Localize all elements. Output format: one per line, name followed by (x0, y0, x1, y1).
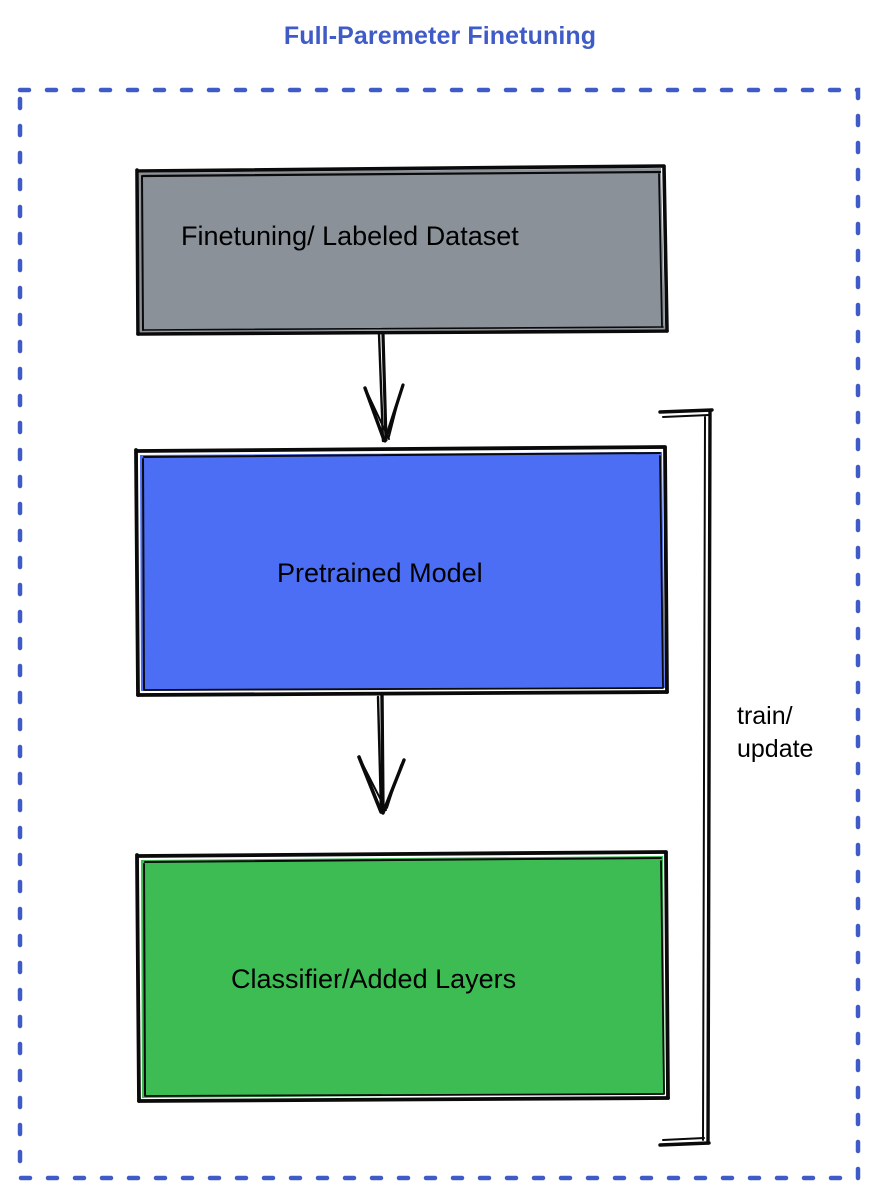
classifier-edge-left-a (135, 853, 141, 1103)
classifier-edge-right-b (660, 860, 665, 1094)
feedback-vertical-a (706, 409, 712, 1145)
pretrained-edge-bottom-b (143, 687, 664, 691)
arrow1-shaft-a (381, 332, 388, 442)
classifier-edge-bottom-b (144, 1093, 665, 1097)
arrow1-head-right-b (388, 389, 402, 438)
pretrained-edge-top-a (135, 445, 667, 453)
feedback-top-stub-a (658, 408, 714, 414)
classifier-edge-bottom-a (137, 1096, 670, 1103)
edge-dataset-to-model (363, 332, 405, 443)
pretrained-edge-left-a (134, 448, 140, 697)
dataset-edge-left-a (135, 168, 140, 336)
node-label-dataset: Finetuning/ Labeled Dataset (181, 221, 519, 251)
classifier-edge-top-a (136, 850, 668, 858)
arrow2-shaft-a (380, 693, 385, 814)
classifier-edge-left-b (143, 863, 146, 1096)
arrow2-shaft-b (376, 695, 383, 813)
pretrained-edge-top-b (143, 452, 661, 458)
dataset-edge-right-b (658, 173, 663, 328)
dataset-edge-right-a (662, 165, 669, 333)
classifier-edge-right-a (664, 851, 670, 1100)
dataset-edge-top-b (141, 170, 662, 178)
feedback-vertical-b (702, 416, 706, 1141)
node-classifier[interactable] (135, 850, 670, 1103)
node-label-classifier: Classifier/Added Layers (231, 964, 517, 994)
edge-model-to-classifier (357, 693, 406, 815)
edge-feedback-train-update (658, 408, 714, 1147)
arrow2-head-right-b (386, 764, 402, 809)
dataset-edge-left-b (141, 175, 144, 331)
pretrained-edge-bottom-a (136, 690, 669, 697)
arrow2-head-left-b (360, 760, 387, 811)
feedback-top-stub-b (662, 414, 710, 418)
node-label-pretrained-model: Pretrained Model (277, 558, 483, 588)
arrow1-head-left-b (365, 389, 390, 440)
node-pretrained-model[interactable] (134, 445, 669, 697)
finetuning-scope-boundary (17, 87, 861, 1181)
pretrained-edge-right-a (663, 446, 669, 694)
pretrained-edge-right-b (659, 455, 664, 688)
feedback-bottom-stub-a (658, 1141, 711, 1147)
dataset-edge-top-a (136, 164, 666, 173)
page-title: Full-Paremeter Finetuning (283, 22, 597, 50)
feedback-bottom-stub-b (662, 1137, 705, 1141)
dataset-fill (139, 168, 665, 332)
dataset-edge-bottom-b (142, 326, 664, 331)
classifier-edge-top-b (144, 857, 662, 863)
dataset-edge-bottom-a (136, 329, 669, 336)
classifier-fill (141, 856, 665, 1098)
pretrained-fill (140, 452, 665, 691)
pretrained-edge-left-b (142, 458, 145, 690)
edge-label-train-update: train/ update (737, 702, 814, 763)
boundary-dashed-rect (17, 87, 861, 1181)
node-dataset[interactable] (135, 164, 669, 336)
